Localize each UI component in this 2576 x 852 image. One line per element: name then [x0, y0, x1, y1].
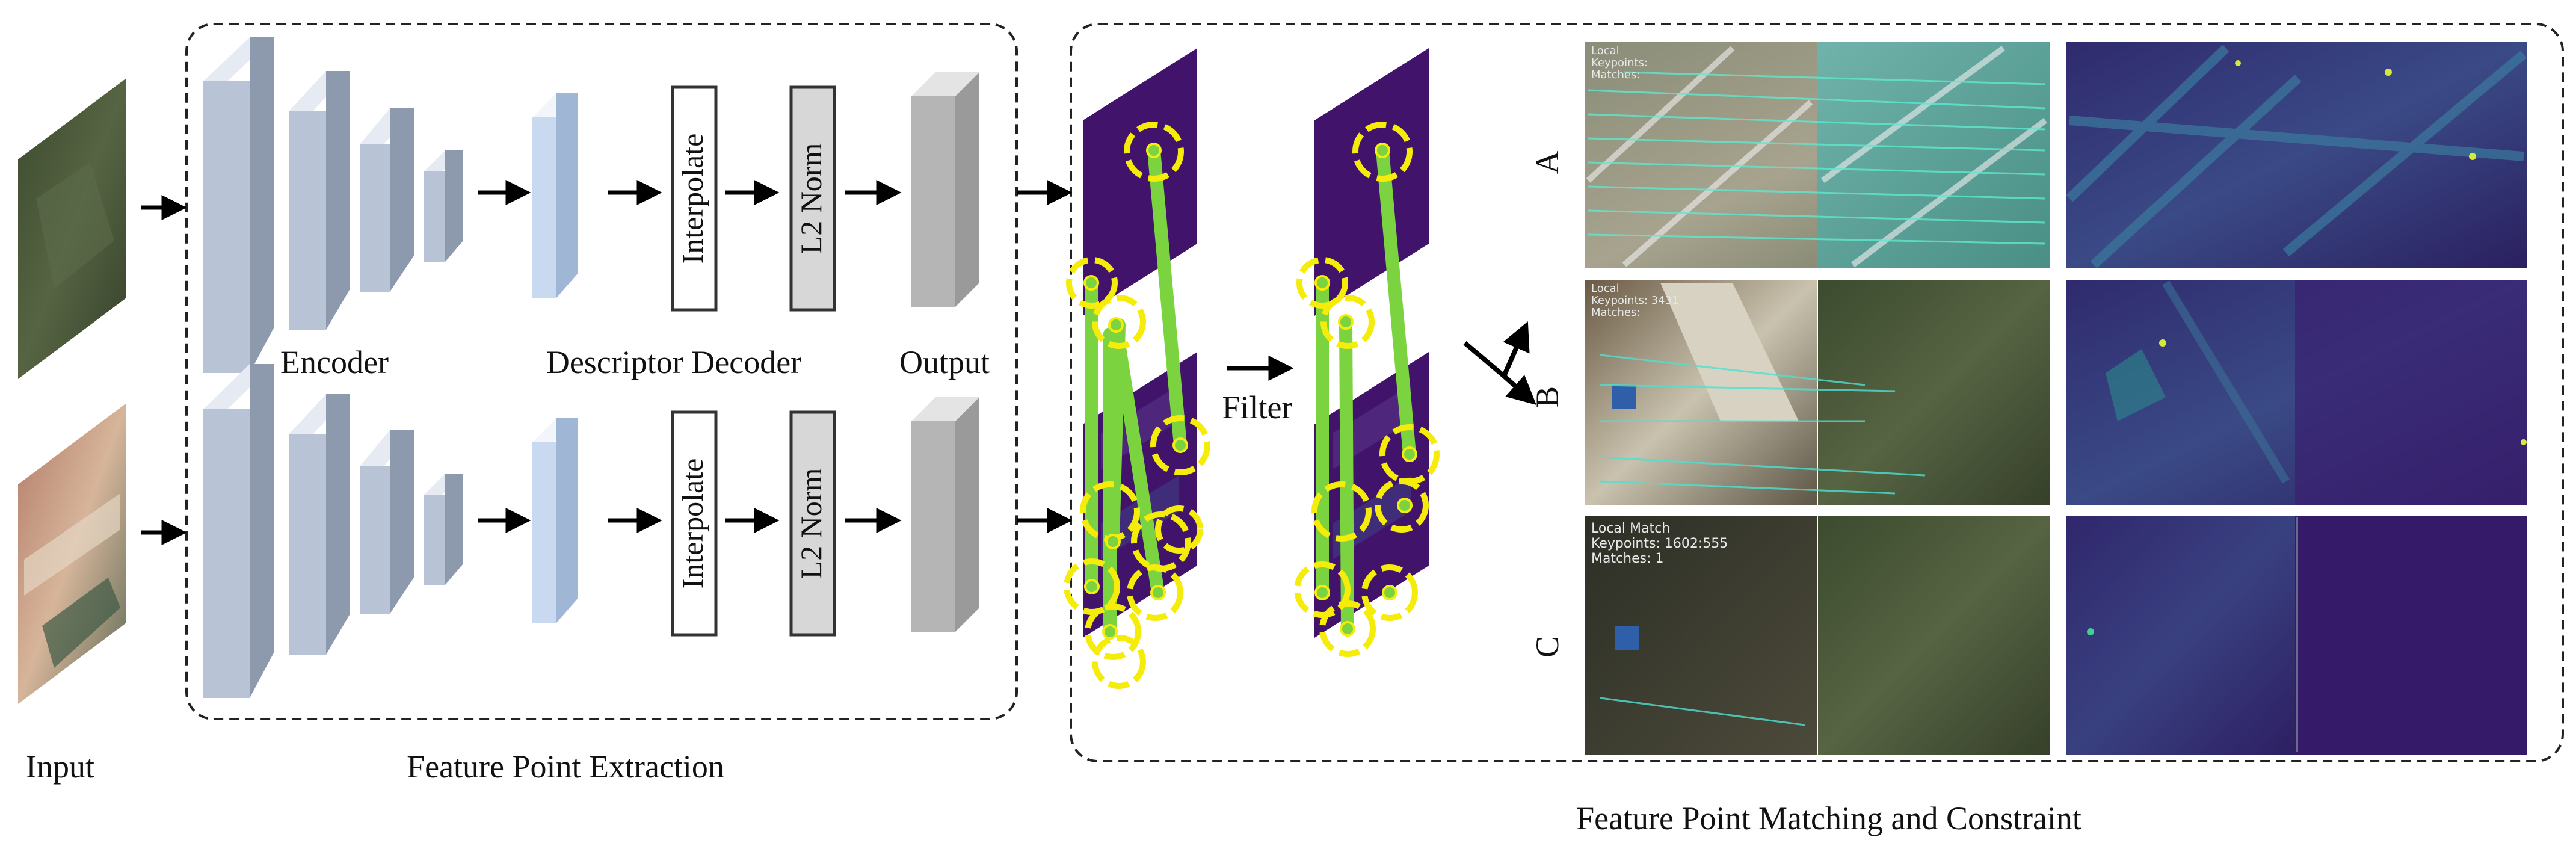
- output-label: Output: [899, 344, 990, 380]
- feature-matching-caption: Feature Point Matching and Constraint: [1576, 800, 2081, 836]
- l2-norm-box-bottom: [789, 410, 836, 637]
- row-label-b: B: [1529, 386, 1565, 408]
- overlay-b-line2: Keypoints: 3431: [1591, 294, 1679, 307]
- output-block-top: [911, 72, 979, 307]
- heatmap-c: [2066, 516, 2527, 755]
- overlay-b-line1: Local: [1591, 282, 1619, 295]
- match-image-a: Local Keypoints: Matches:: [1585, 42, 2050, 268]
- match-image-b: Local Keypoints: 3431 Matches:: [1585, 280, 2050, 505]
- overlay-a-line3: Matches:: [1591, 69, 1640, 81]
- interpolate-label-bottom: Interpolate: [676, 458, 709, 589]
- filter-label: Filter: [1222, 389, 1293, 425]
- match-image-c: Local Match Keypoints: 1602:555 Matches:…: [1585, 516, 2050, 755]
- descriptor-decoder-label: Descriptor Decoder: [546, 344, 801, 380]
- keypoint-rings-after-filter: [1294, 122, 1440, 657]
- keypoints-after-filter: [1314, 143, 1417, 637]
- feature-extraction-caption: Feature Point Extraction: [407, 749, 724, 785]
- heatmap-b: [2066, 280, 2527, 505]
- encoder-top: [203, 37, 463, 373]
- heatmap-a: [2066, 42, 2527, 268]
- encoder-label: Encoder: [280, 344, 389, 380]
- encoder-bottom: [203, 364, 463, 698]
- keypoints-before-filter: [1083, 143, 1188, 640]
- overlay-c-line3: Matches: 1: [1591, 551, 1664, 566]
- row-label-c: C: [1529, 636, 1565, 658]
- input-label: Input: [26, 749, 94, 785]
- feature-matching-panel: [1070, 23, 2564, 762]
- l2-norm-label-top: L2 Norm: [794, 143, 828, 255]
- heatmap-pair-after-filter: [1314, 48, 1429, 638]
- input-image-top: [18, 78, 126, 379]
- input-image-bottom: [18, 403, 126, 704]
- overlay-b-line3: Matches:: [1591, 306, 1640, 319]
- row-label-a: A: [1529, 151, 1565, 174]
- interpolate-box-top: [671, 85, 718, 312]
- overlay-a-line1: Local: [1591, 45, 1619, 57]
- l2-norm-label-bottom: L2 Norm: [794, 468, 828, 579]
- decoder-block-top: [532, 93, 578, 298]
- interpolate-label-top: Interpolate: [676, 134, 709, 264]
- overlay-a-line2: Keypoints:: [1591, 57, 1648, 69]
- interpolate-box-bottom: [671, 410, 718, 637]
- branch-arrows: [1463, 321, 1536, 405]
- l2-norm-box-top: [789, 85, 836, 312]
- output-block-bottom: [911, 397, 979, 632]
- keypoint-rings-before-filter: [1064, 122, 1210, 689]
- decoder-block-bottom: [532, 418, 578, 623]
- overlay-c-line1: Local Match: [1591, 521, 1670, 536]
- overlay-c-line2: Keypoints: 1602:555: [1591, 536, 1728, 551]
